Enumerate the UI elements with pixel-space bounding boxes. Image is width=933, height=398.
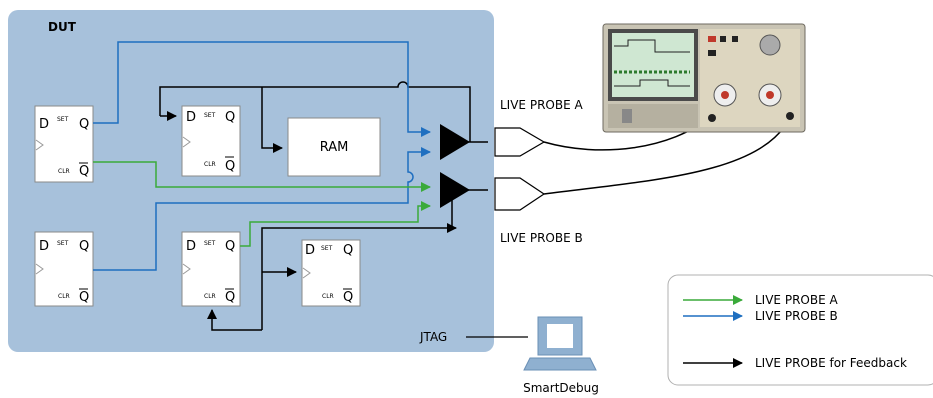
ff2-q-label: Q bbox=[225, 110, 235, 125]
ram-label: RAM bbox=[320, 140, 349, 155]
ff4-set-label: SET bbox=[204, 240, 216, 247]
ff2-set-label: SET bbox=[204, 112, 216, 119]
ff1-clr-label: CLR bbox=[58, 168, 70, 175]
ff5-qbar-label: Q bbox=[343, 290, 353, 305]
ff1-qbar-label: Q bbox=[79, 164, 89, 179]
ff4-d-label: D bbox=[186, 239, 196, 254]
ram-block bbox=[287, 117, 381, 177]
ff3-q-label: Q bbox=[79, 239, 89, 254]
computer-label: SmartDebug bbox=[523, 381, 599, 395]
ff4-clr-label: CLR bbox=[204, 293, 216, 300]
ff3-set-label: SET bbox=[57, 240, 69, 247]
dut-board bbox=[8, 10, 494, 352]
oscilloscope-icon bbox=[602, 23, 806, 133]
flipflop-1: D SET Q CLR Q bbox=[34, 105, 94, 183]
feedback-wiring-bottom bbox=[207, 189, 488, 331]
ff4-q-label: Q bbox=[225, 239, 235, 254]
legend-item-feedback: LIVE PROBE for Feedback bbox=[755, 356, 907, 370]
probe-a-label: LIVE PROBE A bbox=[500, 98, 583, 112]
ff1-q-label: Q bbox=[79, 117, 89, 132]
jtag-label: JTAG bbox=[419, 330, 447, 344]
probe-a-mux bbox=[440, 124, 470, 160]
flipflop-2: D SET Q CLR Q bbox=[181, 105, 241, 177]
probe-a-wiring bbox=[93, 161, 431, 247]
computer-icon bbox=[523, 316, 597, 371]
probe-b-label: LIVE PROBE B bbox=[500, 231, 583, 245]
legend-item-probe-b: LIVE PROBE B bbox=[755, 309, 838, 323]
ff5-q-label: Q bbox=[343, 243, 353, 258]
probe-a-connector bbox=[494, 127, 546, 157]
flipflop-4: D SET Q CLR Q bbox=[181, 231, 241, 307]
ff3-clr-label: CLR bbox=[58, 293, 70, 300]
probe-b-connector bbox=[494, 177, 546, 211]
ff4-qbar-label: Q bbox=[225, 290, 235, 305]
ff1-set-label: SET bbox=[57, 116, 69, 123]
dut-title: DUT bbox=[48, 20, 77, 34]
ff2-qbar-label: Q bbox=[225, 159, 235, 174]
ff3-d-label: D bbox=[39, 239, 49, 254]
legend-item-probe-a: LIVE PROBE A bbox=[755, 293, 838, 307]
ff2-clr-label: CLR bbox=[204, 161, 216, 168]
ff2-d-label: D bbox=[186, 110, 196, 125]
probe-b-wiring bbox=[93, 41, 431, 271]
probe-b-mux bbox=[440, 172, 470, 208]
flipflop-3: D SET Q CLR Q bbox=[34, 231, 94, 307]
ff5-set-label: SET bbox=[321, 245, 333, 252]
ff1-d-label: D bbox=[39, 117, 49, 132]
ff5-clr-label: CLR bbox=[322, 293, 334, 300]
ff5-d-label: D bbox=[305, 243, 315, 258]
ff3-qbar-label: Q bbox=[79, 290, 89, 305]
legend: LIVE PROBE A LIVE PROBE B LIVE PROBE for… bbox=[667, 274, 933, 386]
flipflop-5: D SET Q CLR Q bbox=[301, 239, 361, 307]
probe-b-cable bbox=[543, 117, 791, 195]
